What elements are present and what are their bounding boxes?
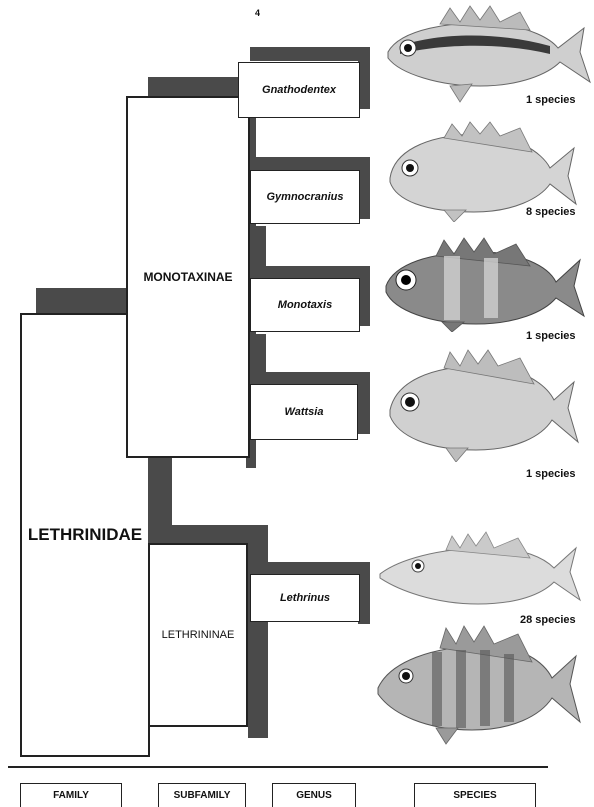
column-label-text: FAMILY [53, 790, 89, 801]
genus-box-monotaxis: Monotaxis [250, 278, 360, 332]
genus-box-shadow [250, 47, 370, 61]
genus-box-shadow [250, 157, 370, 171]
subfamily-label: LETHRININAE [162, 629, 235, 641]
genus-label: Lethrinus [280, 592, 330, 604]
fish-illustration-banded-icon [376, 622, 582, 746]
genus-box-wattsia: Wattsia [250, 384, 358, 440]
species-count: 1 species [526, 468, 576, 480]
species-count: 1 species [526, 330, 576, 342]
genus-box-shadow [250, 226, 266, 266]
column-label-genus: GENUS [272, 783, 356, 807]
page-number: 4 [255, 8, 260, 18]
genus-label: Gnathodentex [262, 84, 336, 96]
column-label-family: FAMILY [20, 783, 122, 807]
species-count: 1 species [526, 94, 576, 106]
column-label-text: GENUS [296, 790, 332, 801]
species-count: 8 species [526, 206, 576, 218]
genus-box-shadow [358, 372, 370, 434]
column-label-subfamily: SUBFAMILY [158, 783, 246, 807]
fish-illustration-icon [386, 346, 582, 462]
genus-label: Gymnocranius [266, 191, 343, 203]
column-label-text: SUBFAMILY [174, 790, 231, 801]
genus-box-lethrinus: Lethrinus [250, 574, 360, 622]
subfamily-box-lethrininae: LETHRININAE [148, 543, 248, 727]
genus-box-gymnocranius: Gymnocranius [250, 170, 360, 224]
genus-label: Wattsia [285, 406, 324, 418]
fish-illustration-striped-icon [380, 2, 594, 106]
fish-illustration-icon [378, 526, 582, 612]
genus-label: Monotaxis [278, 299, 332, 311]
column-label-text: SPECIES [453, 790, 496, 801]
fish-illustration-banded-icon [380, 236, 586, 332]
subfamily-label: MONOTAXINAE [143, 270, 232, 284]
footer-divider [8, 766, 548, 768]
column-label-species: SPECIES [414, 783, 536, 807]
family-label: LETHRINIDAE [28, 525, 142, 545]
subfamily-box-monotaxinae: MONOTAXINAE [126, 96, 250, 458]
genus-box-gnathodentex: Gnathodentex [238, 62, 360, 118]
